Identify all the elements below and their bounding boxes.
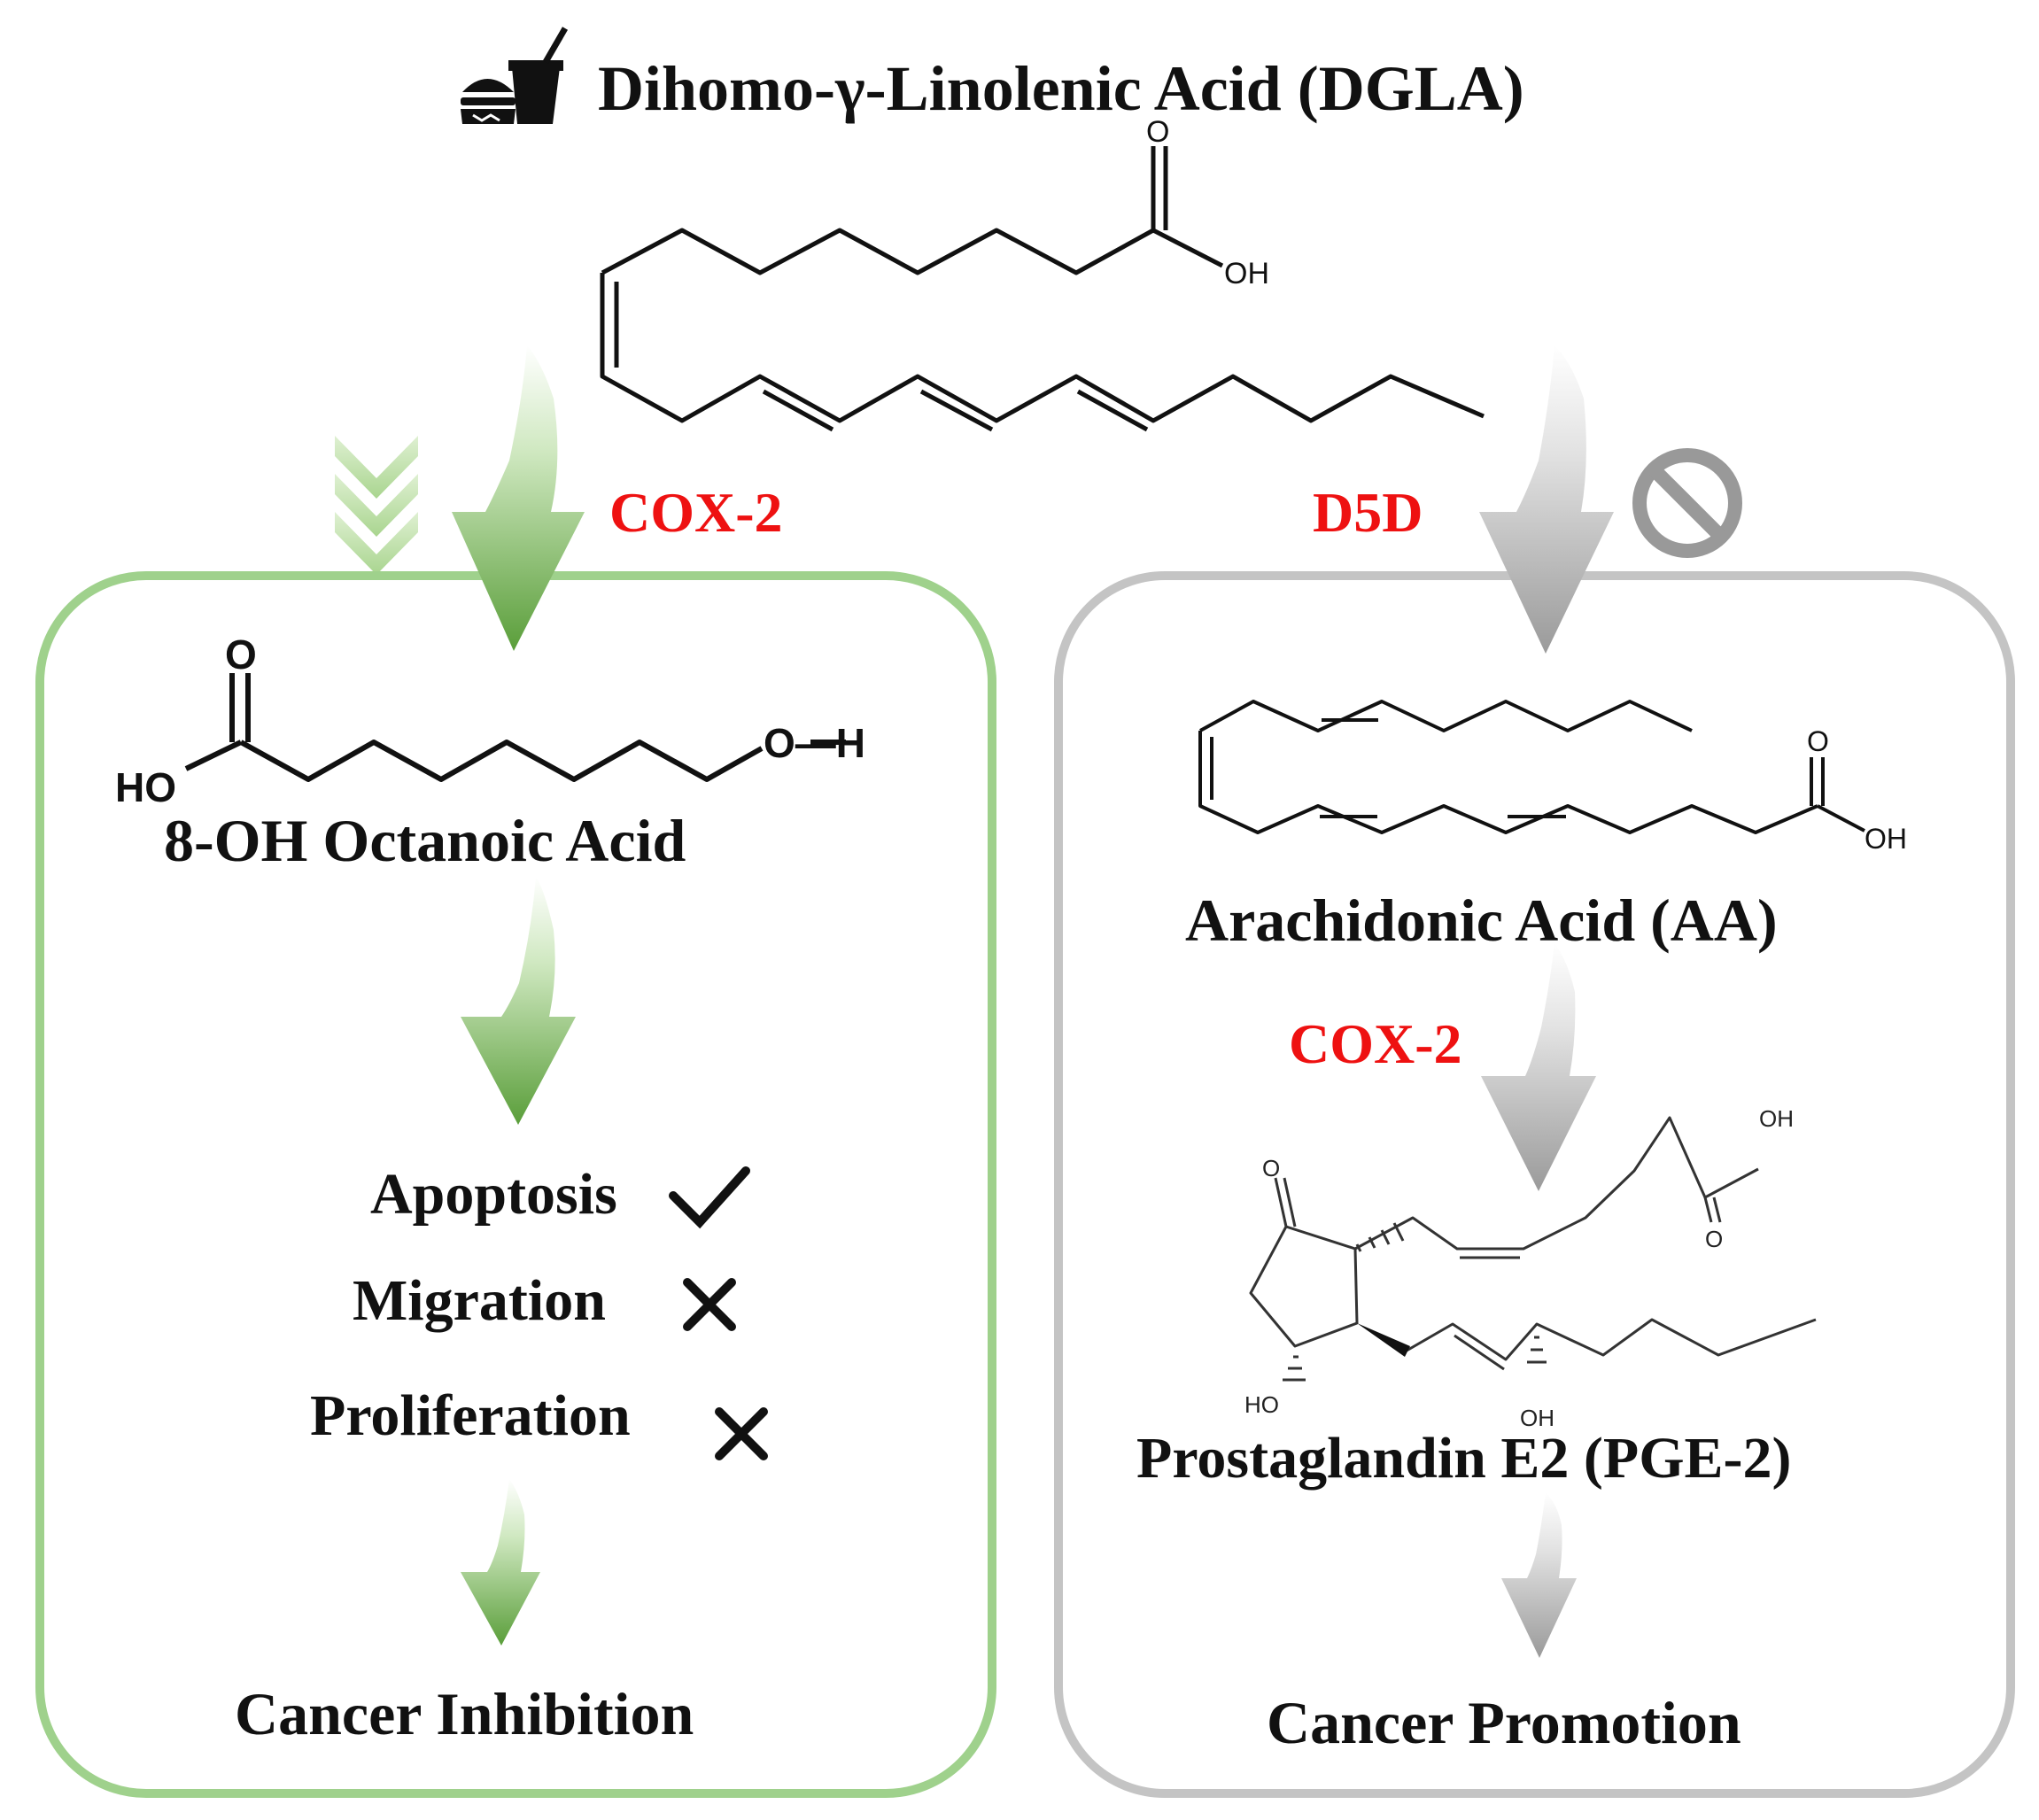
pge2-label: Prostaglandin E2 (PGE-2) — [1136, 1426, 1792, 1491]
effect-apoptosis: Apoptosis — [370, 1162, 617, 1227]
pge2-ring-o-label: O — [1262, 1155, 1280, 1181]
increase-chevrons-icon — [335, 436, 418, 575]
arachidonic-acid-structure — [1198, 700, 1865, 834]
octanoic-acid-structure — [184, 673, 846, 782]
cross-icon — [683, 1278, 736, 1331]
dgla-hydroxyl-label: OH — [1224, 257, 1269, 290]
arachidonic-acid-label: Arachidonic Acid (AA) — [1185, 887, 1778, 954]
octanoic-oh-label: O—H — [764, 720, 865, 766]
pge2-top-o-label: O — [1705, 1226, 1723, 1252]
cancer-inhibition-label: Cancer Inhibition — [235, 1680, 694, 1747]
cox2-arrow-left — [452, 345, 585, 651]
octanoic-acid-label: 8-OH Octanoic Acid — [164, 807, 686, 874]
aa-oxygen-label: O — [1807, 725, 1829, 757]
dgla-oxygen-label: O — [1146, 115, 1169, 149]
effect-migration: Migration — [353, 1268, 606, 1333]
dgla-structure — [600, 146, 1485, 432]
check-icon — [669, 1166, 750, 1229]
d5d-arrow — [1479, 345, 1614, 654]
diagram-title: Dihomo-γ-Linolenic Acid (DGLA) — [598, 53, 1524, 124]
cox2-arrow-right — [1481, 943, 1596, 1191]
prohibited-icon — [1632, 448, 1742, 558]
pge2-structure — [1249, 1116, 1817, 1371]
left-arrow-to-effects — [461, 877, 576, 1125]
cancer-promotion-label: Cancer Promotion — [1267, 1689, 1741, 1756]
d5d-enzyme-label: D5D — [1313, 481, 1423, 544]
pge2-side-oh-label: OH — [1520, 1405, 1554, 1431]
octanoic-oxygen-label: O — [225, 631, 257, 678]
octanoic-ho-label: HO — [115, 764, 176, 810]
pge2-ho-label: HO — [1244, 1391, 1279, 1418]
cox2-enzyme-label-right: COX-2 — [1289, 1012, 1462, 1075]
pge2-top-oh-label: OH — [1759, 1105, 1794, 1132]
aa-hydroxyl-label: OH — [1865, 823, 1907, 855]
fast-food-icon — [461, 27, 569, 124]
pge2-hash-bonds — [1283, 1222, 1547, 1382]
cross-icon — [715, 1407, 768, 1460]
cox2-enzyme-label: COX-2 — [609, 481, 783, 544]
left-arrow-to-outcome — [461, 1479, 540, 1646]
effect-proliferation: Proliferation — [310, 1383, 631, 1448]
pge2-wedge-bond — [1357, 1323, 1410, 1357]
right-arrow-to-outcome — [1501, 1492, 1577, 1658]
